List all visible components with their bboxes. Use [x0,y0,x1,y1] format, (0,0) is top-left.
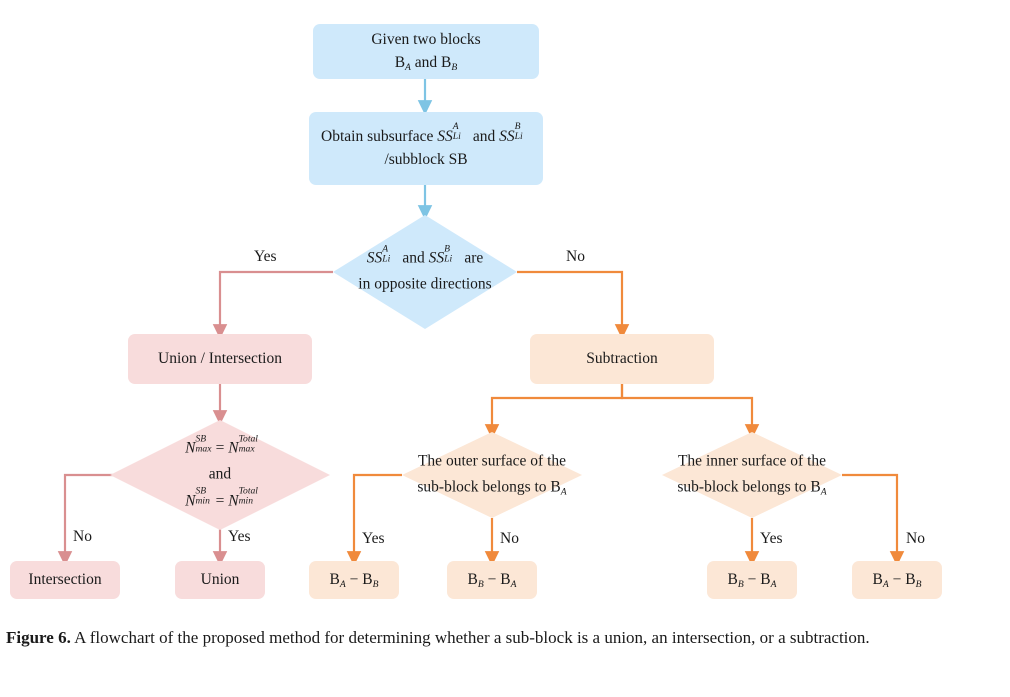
edge-decision-yes-to-union [212,270,333,340]
flowchart-figure: Given two blocks BA and BB Obtain subsur… [10,24,942,599]
edge-label-counts-no: No [73,528,92,545]
counts-line2: and [208,465,232,483]
edge-subtraction-split-right [620,384,760,440]
diamond-shape-peach-outer [402,432,582,518]
diamond-shape-blue [333,215,517,329]
node-union-intersection-label: Union / Intersection [158,349,282,367]
connector-layer [57,79,905,567]
edge-label-direction-yes: Yes [254,248,277,265]
figure-caption-label: Figure 6. [6,628,71,647]
node-start-text: Given two blocks BA and BB [363,29,488,74]
node-decision-outer-surface[interactable]: The outer surface of the sub-block belon… [402,432,582,518]
edge-outer-yes-to-ab [346,473,402,567]
edge-label-direction-no: No [566,248,585,265]
node-result-a-minus-b-2[interactable]: BA − BB [852,561,942,599]
edge-counts-no-to-intersection [57,473,128,567]
node-start[interactable]: Given two blocks BA and BB [313,24,539,79]
node-result-a-minus-b-1[interactable]: BA − BB [309,561,399,599]
inner-line1: The inner surface of the [677,452,827,470]
node-result-intersection[interactable]: Intersection [10,561,120,599]
node-result-b-minus-a-1[interactable]: BB − BA [447,561,537,599]
subsurface-line2: /subblock SB [384,150,468,168]
start-line1: Given two blocks [371,31,481,49]
inner-line2: sub-block belongs to BA [677,479,827,499]
node-subtraction-label: Subtraction [586,349,658,367]
figure-caption: Figure 6. A flowchart of the proposed me… [0,617,1010,697]
node-subtraction[interactable]: Subtraction [530,334,714,384]
node-decision-inner-surface[interactable]: The inner surface of the sub-block belon… [662,432,842,518]
edge-inner-no-to-ab [842,473,905,567]
diamond-shape-pink [110,420,330,530]
edge-label-outer-yes: Yes [362,530,385,547]
edge-label-outer-no: No [500,530,519,547]
outer-line1: The outer surface of the [417,452,567,470]
figure-caption-text: A flowchart of the proposed method for d… [70,628,870,647]
node-result-union-label: Union [200,570,240,588]
node-result-b-minus-a-1-label: BB − BA [467,570,517,590]
node-result-union[interactable]: Union [175,561,265,599]
start-line2: BA and BB [394,53,458,73]
diamond-shape-peach-inner [662,432,842,518]
node-result-b-minus-a-2[interactable]: BB − BA [707,561,797,599]
outer-line2: sub-block belongs to BA [417,479,567,499]
edge-decision-no-to-subtraction [517,270,630,340]
node-result-a-minus-b-2-label: BA − BB [872,570,922,590]
node-decision-inner-surface-text: The inner surface of the sub-block belon… [622,449,882,502]
node-result-a-minus-b-1-label: BA − BB [329,570,379,590]
node-union-intersection[interactable]: Union / Intersection [128,334,312,384]
direction-line2: in opposite directions [358,276,492,293]
node-result-intersection-label: Intersection [28,570,102,588]
edge-label-inner-yes: Yes [760,530,783,547]
edge-label-inner-no: No [906,530,925,547]
edge-label-counts-yes: Yes [228,528,251,545]
edge-subtraction-split-left [484,384,624,440]
node-decision-outer-surface-text: The outer surface of the sub-block belon… [362,449,622,502]
node-result-b-minus-a-2-label: BB − BA [727,570,777,590]
